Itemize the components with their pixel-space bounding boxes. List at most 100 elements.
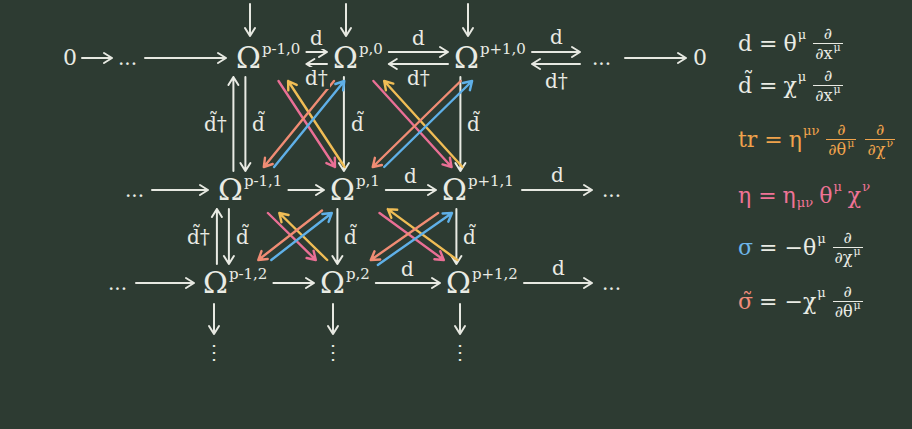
space-symbol: Ω [333, 43, 358, 73]
degree-superscript: p+1,0 [480, 42, 526, 57]
denominator: ∂χν [865, 140, 895, 159]
vertical-ellipsis: ⋮ [448, 341, 472, 363]
operator-definition: η =ημνθμχν [738, 184, 870, 208]
degree-superscript: p,1 [356, 174, 380, 189]
operator-label: d̃ [465, 113, 482, 135]
fraction: ∂∂xμ [813, 25, 842, 64]
operator-label: d̃ [250, 113, 267, 135]
degree-superscript: p+1,1 [468, 174, 514, 189]
ellipsis: ... [590, 47, 613, 69]
superscript-index: μ [798, 28, 806, 42]
degree-superscript: p-1,2 [229, 267, 268, 282]
diagonal-operator-arrow [288, 81, 345, 167]
formula-term: ∂ [824, 67, 832, 85]
arrow [328, 304, 338, 334]
map-label: d† [543, 70, 570, 92]
diagonal-operator-arrow [373, 81, 461, 167]
form-space: Ωp-1,1 [218, 175, 282, 205]
superscript-index: μ [854, 300, 861, 313]
operator-definition: σ̃= −χμ∂∂θμ [738, 283, 865, 322]
space-symbol: Ω [236, 43, 261, 73]
space-symbol: Ω [320, 268, 345, 298]
formula-term: = −χ [759, 290, 816, 314]
form-space: Ωp,2 [320, 268, 370, 298]
superscript-index: ν [862, 180, 870, 194]
formula-term: = −θ [759, 236, 816, 260]
formula-term: ∂θ [828, 141, 846, 159]
operator-label: d [402, 165, 419, 187]
operator-label: d [410, 27, 427, 49]
diagonal-operator-arrow [258, 211, 322, 261]
fraction: ∂∂xμ [813, 67, 842, 106]
denominator: ∂xμ [813, 86, 842, 105]
diagonal-operator-arrow [264, 81, 334, 167]
ellipsis: ... [116, 47, 139, 69]
vertical-ellipsis: ⋮ [202, 341, 226, 363]
formula-term: ∂ [837, 121, 845, 139]
form-space: Ωp,0 [333, 43, 383, 73]
formula-term: η [783, 184, 796, 208]
operator-definition: d̃ =χμ∂∂xμ [738, 67, 845, 106]
formula-term: ∂θ [835, 303, 853, 321]
formula-term: χ [848, 184, 861, 208]
formula-term: ∂χ [835, 249, 853, 267]
superscript-index: ν [886, 138, 893, 151]
space-symbol: Ω [442, 175, 467, 205]
ellipsis: ... [106, 272, 129, 294]
differential-arrow [240, 77, 250, 171]
differential-arrow [228, 77, 238, 171]
differential-arrow [224, 209, 234, 264]
formula-term: ∂ [844, 283, 852, 301]
diagonal-operator-arrow [274, 81, 344, 167]
superscript-index: μ [833, 180, 841, 194]
denominator: ∂xμ [813, 44, 842, 63]
ellipsis: ... [123, 179, 146, 201]
superscript-index: μ [834, 42, 841, 55]
space-symbol: Ω [218, 175, 243, 205]
operator-label: d̃† [185, 226, 212, 248]
superscript-index: μν [803, 124, 819, 138]
superscript-index: μ [854, 246, 861, 259]
formula-term: η = [738, 184, 777, 208]
diagonal-operator-arrow [279, 81, 336, 167]
operator-label: d [308, 27, 325, 49]
arrow [209, 304, 219, 334]
ellipsis: ... [600, 179, 623, 201]
formula-term: σ̃ [738, 290, 753, 314]
superscript-index: μ [798, 70, 806, 84]
vertical-ellipsis: ⋮ [321, 341, 345, 363]
arrow [455, 304, 465, 334]
space-symbol: Ω [330, 175, 355, 205]
degree-superscript: p+1,2 [472, 267, 518, 282]
arrow [625, 53, 686, 63]
formula-term: ∂χ [867, 141, 885, 159]
form-space: Ωp+1,0 [454, 43, 526, 73]
ellipsis: ... [600, 272, 623, 294]
arrow [463, 4, 473, 36]
fraction: ∂∂θμ [826, 121, 856, 160]
operator-label: d̃ [461, 226, 478, 248]
subscript-index: μν [797, 196, 813, 210]
formula-term: η [789, 128, 802, 152]
fraction: ∂ ∂θμ [833, 283, 863, 322]
superscript-index: μ [817, 286, 825, 300]
space-symbol: Ω [454, 43, 479, 73]
diagonal-operator-arrow [371, 213, 438, 260]
operator-definition: tr =ημν∂∂θμ∂∂χν [738, 121, 897, 160]
formula-term: ∂ [844, 229, 852, 247]
form-space: Ωp-1,0 [236, 43, 300, 73]
degree-superscript: p,2 [346, 267, 370, 282]
operator-label: d̃ [349, 113, 366, 135]
arrow [341, 4, 351, 36]
map-label: d [550, 257, 567, 279]
differential-arrow [212, 209, 222, 264]
arrow [532, 59, 580, 69]
operator-label: d̃ [342, 226, 359, 248]
superscript-index: μ [817, 232, 825, 246]
fraction: ∂ ∂χμ [833, 229, 863, 268]
operator-label: d̃ [234, 226, 251, 248]
degree-superscript: p,0 [359, 42, 383, 57]
operator-label: d̃† [202, 113, 229, 135]
map-label: d [549, 164, 566, 186]
zero: 0 [691, 46, 709, 70]
